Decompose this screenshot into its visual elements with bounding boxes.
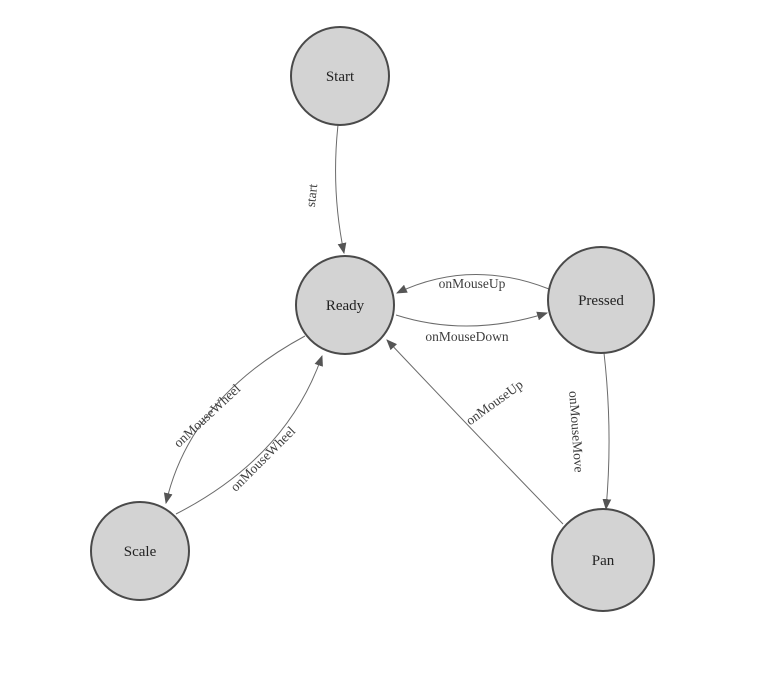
state-node-pressed-label: Pressed bbox=[578, 293, 624, 309]
state-node-start-label: Start bbox=[326, 69, 355, 85]
state-node-scale[interactable]: Scale bbox=[90, 501, 190, 601]
state-node-pan[interactable]: Pan bbox=[551, 508, 655, 612]
edge-ready-to-pressed-label: onMouseDown bbox=[425, 329, 508, 344]
edge-pressed-to-pan-path bbox=[602, 352, 612, 511]
state-node-ready-circle[interactable] bbox=[295, 255, 395, 355]
edge-start-to-ready-label: start bbox=[303, 183, 320, 208]
edge-ready-to-pressed: onMouseDown bbox=[395, 311, 549, 344]
edge-pan-to-ready: onMouseUp bbox=[386, 339, 564, 525]
state-node-start-circle[interactable] bbox=[290, 26, 390, 126]
edge-pressed-to-pan: onMouseMove bbox=[566, 352, 612, 511]
edge-pressed-to-ready-label: onMouseUp bbox=[439, 276, 506, 291]
edge-start-to-ready: start bbox=[303, 124, 347, 255]
state-node-pressed[interactable]: Pressed bbox=[547, 246, 655, 354]
state-node-pan-label: Pan bbox=[592, 553, 615, 569]
edge-pressed-to-pan-label: onMouseMove bbox=[566, 390, 587, 473]
state-node-scale-label: Scale bbox=[124, 544, 157, 560]
edge-pressed-to-ready-path bbox=[396, 273, 550, 294]
edge-start-to-ready-path bbox=[335, 124, 347, 255]
edge-scale-to-ready-path bbox=[175, 354, 323, 515]
state-node-ready[interactable]: Ready bbox=[295, 255, 395, 355]
edge-pressed-to-ready: onMouseUp bbox=[396, 273, 550, 294]
state-node-scale-circle[interactable] bbox=[90, 501, 190, 601]
edge-pan-to-ready-path bbox=[386, 339, 564, 525]
edge-ready-to-scale-path bbox=[163, 335, 306, 505]
state-node-pressed-circle[interactable] bbox=[547, 246, 655, 354]
state-node-ready-label: Ready bbox=[326, 298, 365, 314]
state-node-pan-circle[interactable] bbox=[551, 508, 655, 612]
edge-ready-to-pressed-path bbox=[395, 311, 549, 327]
edge-scale-to-ready-label: onMouseWheel bbox=[227, 423, 298, 494]
edge-ready-to-scale-label: onMouseWheel bbox=[171, 381, 244, 450]
edge-scale-to-ready: onMouseWheel bbox=[175, 354, 323, 515]
edge-pan-to-ready-label: onMouseUp bbox=[463, 377, 526, 429]
state-node-start[interactable]: Start bbox=[290, 26, 390, 126]
